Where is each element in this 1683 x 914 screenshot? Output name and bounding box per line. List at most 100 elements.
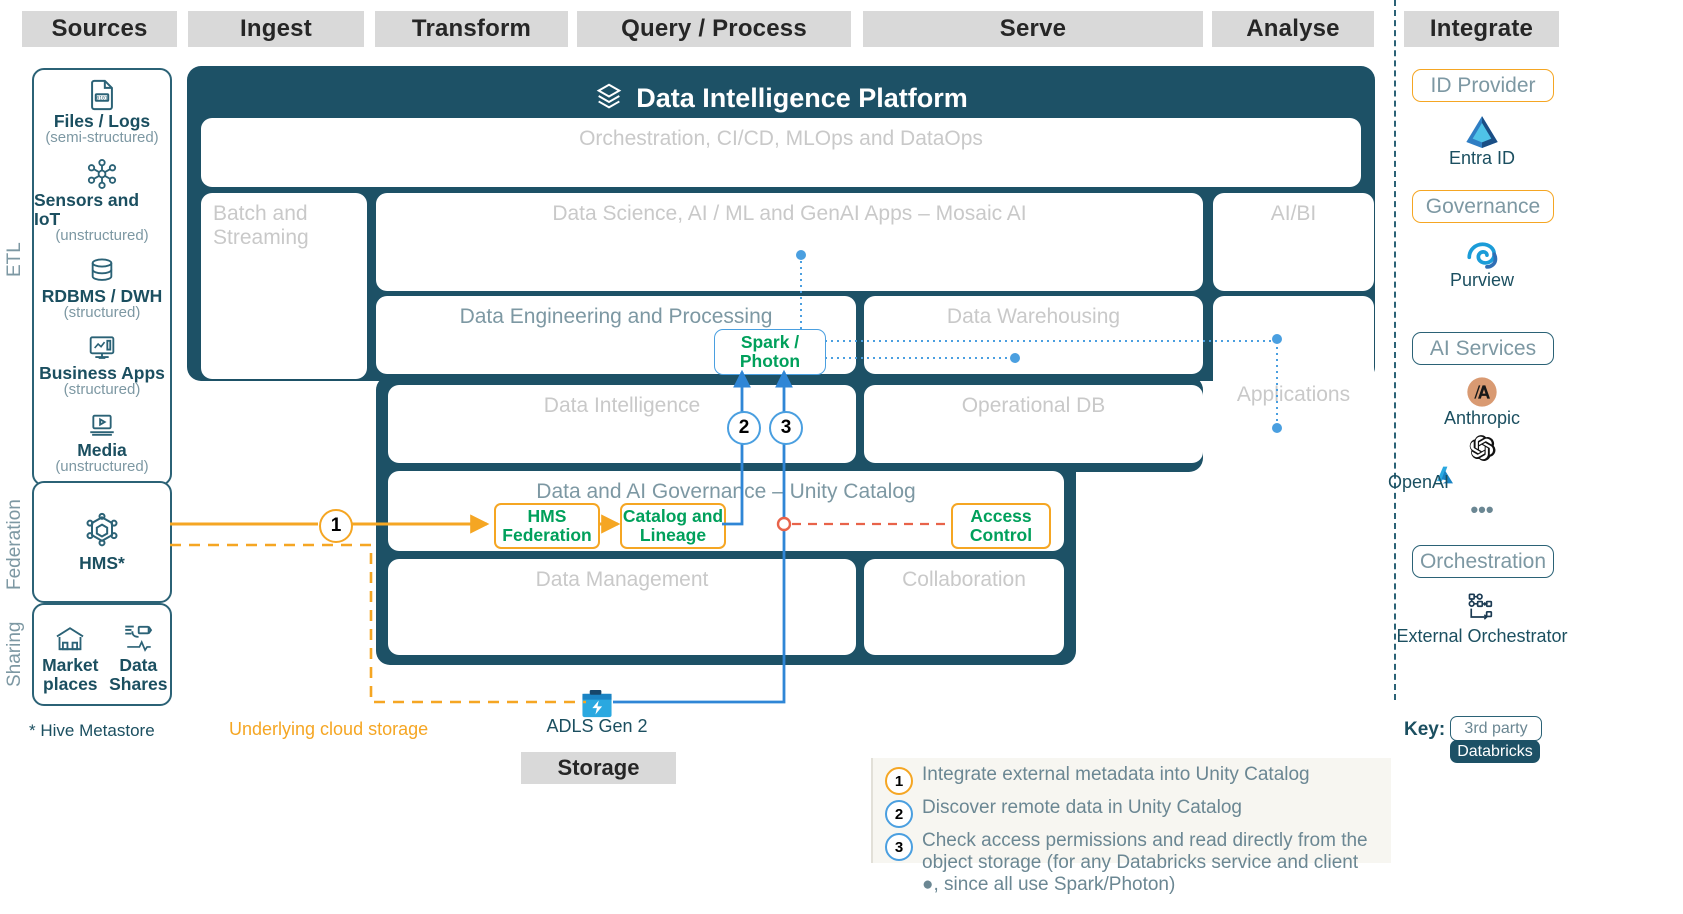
- file-binary-icon: 0101: [91, 79, 113, 111]
- source-item-rdbms-dwh: RDBMS / DWH (structured): [41, 255, 163, 322]
- data-management-label: Data Management: [535, 568, 709, 591]
- integrate-item-openai-label: OpenAI: [1388, 472, 1450, 492]
- adls-gen2-label: ADLS Gen 2: [546, 716, 648, 736]
- source-item-hms: HMS*: [79, 512, 125, 572]
- source-label: Sensors and IoT: [34, 190, 140, 229]
- legend-item: 3 Check access permissions and read dire…: [873, 830, 1391, 897]
- legend-marker-2: 2: [885, 800, 913, 828]
- source-label: Data Shares: [109, 655, 168, 694]
- orchestration-label: Orchestration, CI/CD, MLOps and DataOps: [579, 127, 983, 150]
- storage-band: Storage: [521, 752, 676, 784]
- operational-db-label: Operational DB: [961, 394, 1106, 417]
- legend-item: 2 Discover remote data in Unity Catalog: [873, 797, 1391, 828]
- platform-title-text: Data Intelligence Platform: [636, 82, 968, 113]
- integrate-group-ai-services: AI Services: [1412, 332, 1554, 365]
- data-share-icon: [125, 625, 153, 652]
- integrate-group-governance: Governance: [1412, 190, 1554, 223]
- integrate-group-label: Orchestration: [1419, 549, 1547, 573]
- integrate-item-anthropic-label: Anthropic: [1443, 408, 1521, 428]
- unity-catalog-label: Data and AI Governance – Unity Catalog: [536, 480, 916, 503]
- ai-bi-label: AI/BI: [1270, 202, 1317, 225]
- source-item-marketplaces: Market places: [34, 622, 107, 693]
- batch-streaming-box: Batch and Streaming: [201, 193, 367, 379]
- adls-storage-icon: [582, 690, 612, 718]
- hive-metastore-footnote: * Hive Metastore: [29, 721, 155, 740]
- integrate-group-label: AI Services: [1429, 336, 1537, 360]
- integrate-group-label: Governance: [1425, 194, 1541, 218]
- purview-icon: [1467, 242, 1498, 269]
- source-sublabel: (unstructured): [55, 226, 149, 244]
- integrate-group-id-provider: ID Provider: [1412, 69, 1554, 102]
- source-sublabel: (structured): [63, 304, 141, 322]
- media-play-icon: [90, 414, 114, 436]
- openai-icon: [1469, 435, 1496, 461]
- integrate-item-external-orchestrator-label: External Orchestrator: [1396, 626, 1568, 646]
- integrate-item-purview-label: Purview: [1449, 270, 1515, 290]
- column-header-ingest: Ingest: [188, 11, 364, 47]
- source-label: Media: [77, 440, 127, 461]
- column-header-analyse: Analyse: [1212, 11, 1374, 47]
- iot-network-icon: [87, 159, 117, 190]
- collaboration-box: Collaboration: [864, 559, 1064, 655]
- key-databricks-pill: Databricks: [1450, 740, 1540, 763]
- platform-title: Data Intelligence Platform: [187, 76, 1375, 120]
- data-warehousing-box: Data Warehousing: [864, 296, 1203, 374]
- hms-federation-label: HMS Federation: [502, 506, 592, 545]
- mosaic-ai-box: Data Science, AI / ML and GenAI Apps – M…: [376, 193, 1203, 291]
- flow-legend: 1 Integrate external metadata into Unity…: [871, 758, 1391, 895]
- source-label: Files / Logs: [53, 111, 151, 131]
- operational-db-box: Operational DB: [864, 385, 1203, 463]
- integrate-item-entra-id-label: Entra ID: [1448, 148, 1516, 168]
- column-header-transform: Transform: [375, 11, 568, 47]
- mosaic-ai-label: Data Science, AI / ML and GenAI Apps – M…: [552, 202, 1027, 225]
- svg-text:0101: 0101: [96, 96, 107, 102]
- legend-marker-1: 1: [885, 767, 913, 795]
- legend-text: Integrate external metadata into Unity C…: [922, 764, 1310, 785]
- hms-federation-box: HMS Federation: [494, 503, 600, 549]
- data-management-box: Data Management: [388, 559, 856, 655]
- source-item-data-shares: Data Shares: [107, 622, 170, 693]
- column-header-integrate: Integrate: [1404, 11, 1559, 47]
- workflow-icon: [1468, 593, 1493, 620]
- legend-item: 1 Integrate external metadata into Unity…: [873, 764, 1391, 795]
- spark-photon-box: Spark / Photon: [714, 329, 826, 375]
- source-sublabel: (semi-structured): [45, 129, 159, 147]
- source-label: Market places: [42, 655, 99, 694]
- integrate-group-orchestration: Orchestration: [1412, 545, 1554, 578]
- key-third-party-pill: 3rd party: [1450, 716, 1542, 741]
- marketplace-icon: [56, 627, 84, 651]
- spark-photon-label: Spark / Photon: [739, 332, 801, 371]
- source-item-media: Media (unstructured): [55, 409, 149, 476]
- integrate-divider: [1394, 0, 1396, 700]
- catalog-lineage-box: Catalog and Lineage: [620, 503, 726, 549]
- monitor-chart-icon: [89, 336, 115, 359]
- data-engineering-label: Data Engineering and Processing: [459, 305, 773, 328]
- applications-box: Applications: [1213, 296, 1374, 451]
- anthropic-icon: [1467, 377, 1497, 407]
- source-sublabel: (structured): [63, 381, 141, 399]
- catalog-lineage-label: Catalog and Lineage: [622, 506, 724, 545]
- column-header-serve: Serve: [863, 11, 1203, 47]
- flow-marker-3: 3: [769, 411, 803, 445]
- legend-text: Check access permissions and read direct…: [922, 830, 1368, 896]
- databricks-logo-icon: [596, 83, 622, 109]
- column-header-query-process: Query / Process: [577, 11, 851, 47]
- ellipsis-icon: •••: [1470, 497, 1494, 522]
- source-label: Business Apps: [39, 362, 165, 383]
- flow-marker-2: 2: [727, 411, 761, 445]
- integrate-group-label: ID Provider: [1430, 73, 1536, 97]
- legend-marker-3: 3: [885, 833, 913, 861]
- applications-label: Applications: [1236, 383, 1351, 406]
- sources-federation-box: HMS*: [32, 481, 172, 603]
- source-sublabel: (unstructured): [55, 458, 149, 476]
- access-control-box: Access Control: [951, 503, 1051, 549]
- collaboration-label: Collaboration: [902, 568, 1026, 591]
- sources-sharing-box: Market places Data Shares: [32, 603, 172, 706]
- azure-icon: [1437, 466, 1453, 484]
- column-header-sources: Sources: [22, 11, 177, 47]
- source-item-business-apps: Business Apps (structured): [39, 332, 165, 399]
- flow-marker-1: 1: [319, 509, 353, 543]
- source-label: RDBMS / DWH: [41, 285, 163, 306]
- key-label: Key:: [1404, 719, 1446, 740]
- database-icon: [91, 258, 113, 281]
